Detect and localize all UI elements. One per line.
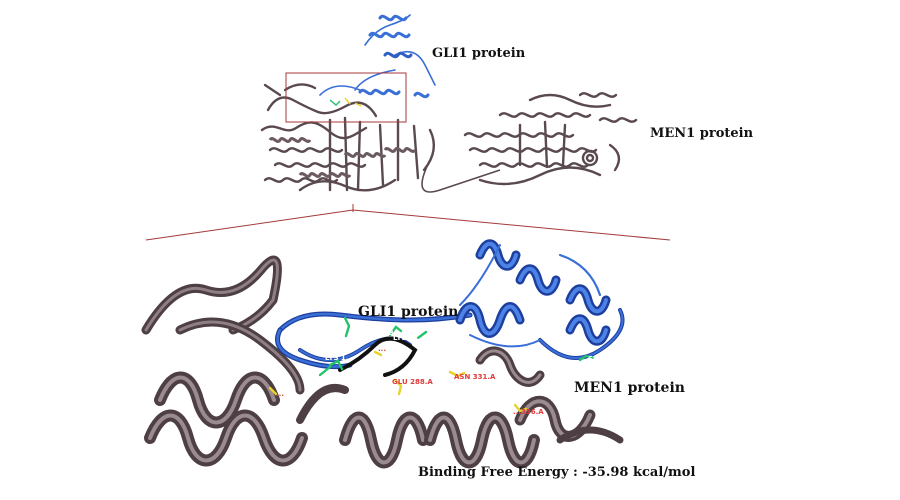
- top-panel: GLI1 protein MEN1 protein: [260, 14, 754, 193]
- residue-label: ...336.A: [513, 408, 544, 416]
- residue-label: ...: [378, 345, 386, 353]
- men1-residue-labels: ... ... GLU 288.A ASN 331.A ...336.A: [276, 345, 544, 416]
- label-men1-zoom: MEN1 protein: [574, 380, 685, 396]
- interface-residues-top: [329, 97, 362, 107]
- zoom-selection-box: [285, 72, 407, 123]
- residue-label: SER 1..B: [588, 355, 621, 363]
- men1-structure-right: [463, 92, 638, 186]
- gli1-structure-top: [319, 14, 436, 99]
- men1-ribbons-zoom: [141, 255, 624, 469]
- men1-residue-sticks: [268, 350, 528, 413]
- residue-label: ...: [276, 390, 284, 398]
- residue-label: GLU 288.A: [392, 378, 433, 386]
- residue-label: ASN 331.A: [454, 373, 496, 381]
- residue-label: THR 141.B: [424, 340, 465, 348]
- bottom-panel: ARG 139.B LYS 1... THR 141.B LYS 1... SE…: [141, 239, 685, 469]
- residue-label: ARG 139.B: [352, 329, 394, 337]
- men1-linker: [421, 159, 501, 193]
- label-gli1-top: GLI1 protein: [432, 46, 526, 61]
- residue-label: LYS 1...: [325, 354, 354, 362]
- men1-structure-left: [260, 83, 436, 192]
- gli1-residue-sticks: [318, 316, 596, 377]
- binding-energy-caption: Binding Free Energy : -35.98 kcal/mol: [418, 465, 695, 480]
- residue-label: LYS 1...: [393, 334, 422, 342]
- label-men1-top: MEN1 protein: [650, 126, 754, 141]
- zoom-projection: [145, 204, 671, 241]
- interface-loop: [338, 336, 418, 377]
- label-gli1-zoom: GLI1 protein: [358, 304, 458, 320]
- men1-helix-coils-left: [268, 137, 417, 178]
- gli1-residue-labels: ARG 139.B LYS 1... THR 141.B LYS 1... SE…: [325, 329, 621, 363]
